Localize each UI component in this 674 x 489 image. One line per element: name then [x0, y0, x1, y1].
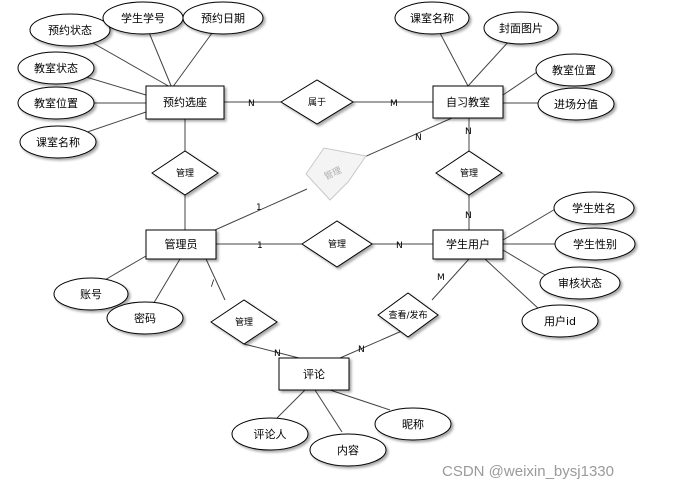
relationship-manage-booking-label: 管理 [176, 167, 194, 179]
attr-room-status: 教室状态 [17, 51, 95, 85]
card-admin-manage-comment: / [211, 279, 215, 289]
attr-booking-status-label: 预约状态 [48, 23, 92, 37]
card-admin-manage-user: 1 [257, 241, 263, 251]
attr-room-location-label: 教室位置 [552, 63, 596, 77]
attr-nickname: 昵称 [374, 407, 452, 441]
card-booking-belongs: N [248, 99, 255, 109]
card-admin-faded: 1 [256, 203, 262, 213]
attr-password-label: 密码 [134, 311, 156, 325]
attr-commenter-label: 评论人 [254, 427, 287, 441]
relationship-manage-room: 管理 [435, 150, 503, 196]
attr-content-label: 内容 [337, 443, 359, 457]
entity-comment: 评论 [278, 357, 350, 391]
entity-student-user: 学生用户 [432, 229, 504, 260]
attr-room-name-label: 课室名称 [410, 11, 454, 25]
attr-content: 内容 [309, 433, 387, 467]
card-manage-comment-comment: N [274, 349, 281, 359]
card-view-user: M [437, 273, 445, 283]
card-manage-user-user: N [396, 241, 403, 251]
cardinality-labels: N M N N N 1 1 N / N N M [211, 99, 472, 359]
attr-nickname-label: 昵称 [402, 417, 424, 431]
entity-comment-label: 评论 [303, 367, 325, 381]
relationship-manage-comment-label: 管理 [235, 316, 253, 328]
entity-admin-label: 管理员 [165, 237, 198, 251]
attr-account: 账号 [53, 277, 129, 311]
card-belongs-room: M [390, 99, 398, 109]
attr-room-name: 课室名称 [394, 1, 470, 35]
attr-account-label: 账号 [80, 288, 102, 301]
attr-student-number-label: 学生学号 [121, 11, 165, 25]
watermark-text: CSDN @weixin_bysj1330 [442, 463, 614, 480]
attr-room-location: 教室位置 [535, 53, 613, 87]
relationship-manage-user: 管理 [301, 220, 373, 268]
attr-booking-status: 预约状态 [29, 13, 111, 47]
entity-study-room-label: 自习教室 [446, 95, 490, 109]
relationship-manage-user-label: 管理 [328, 238, 346, 250]
attr-password: 密码 [106, 301, 184, 335]
attr-booking-date-label: 预约日期 [201, 12, 245, 25]
relationship-manage-room-label: 管理 [460, 167, 478, 179]
attr-student-name: 学生姓名 [553, 191, 635, 225]
entity-booking: 预约选座 [145, 85, 225, 120]
attr-student-number: 学生学号 [102, 1, 184, 35]
attr-cover-image-label: 封面图片 [499, 21, 543, 35]
relationship-view-publish-label: 查看/发布 [388, 309, 427, 321]
attr-booking-date: 预约日期 [182, 1, 264, 35]
attr-booking-room-name-label: 课室名称 [36, 135, 80, 149]
attr-student-name-label: 学生姓名 [572, 201, 616, 215]
card-comment-view: N [358, 345, 365, 355]
attr-booking-room-location-label: 教室位置 [34, 96, 78, 110]
relationship-belongs: 属于 [280, 79, 354, 125]
attr-review-status-label: 审核状态 [558, 276, 602, 290]
relationship-manage-booking: 管理 [151, 150, 219, 196]
attr-entry-score-label: 进场分值 [554, 97, 598, 111]
attr-student-gender-label: 学生性别 [573, 237, 617, 251]
card-room-manage-bottom: N [465, 211, 472, 221]
attr-booking-room-location: 教室位置 [17, 86, 95, 120]
attr-cover-image: 封面图片 [483, 11, 559, 45]
entity-booking-label: 预约选座 [163, 95, 207, 109]
relationship-view-publish: 查看/发布 [377, 292, 439, 338]
relationship-manage-faded: 管理 [305, 147, 367, 201]
attr-booking-room-name: 课室名称 [19, 125, 97, 159]
attr-user-id-label: 用户id [544, 314, 576, 328]
attr-review-status: 审核状态 [539, 266, 621, 300]
attr-student-gender: 学生性别 [554, 227, 636, 261]
attr-room-status-label: 教室状态 [34, 61, 78, 75]
attr-commenter: 评论人 [231, 417, 309, 451]
relationship-manage-comment: 管理 [210, 299, 278, 345]
attr-user-id: 用户id [521, 304, 599, 338]
relationship-belongs-label: 属于 [308, 97, 326, 108]
card-room-faded: N [415, 133, 422, 143]
entity-study-room: 自习教室 [432, 85, 504, 119]
entity-admin: 管理员 [145, 229, 217, 260]
card-room-manage-top: N [465, 127, 472, 137]
entity-student-user-label: 学生用户 [446, 237, 490, 251]
attr-entry-score: 进场分值 [537, 87, 615, 121]
